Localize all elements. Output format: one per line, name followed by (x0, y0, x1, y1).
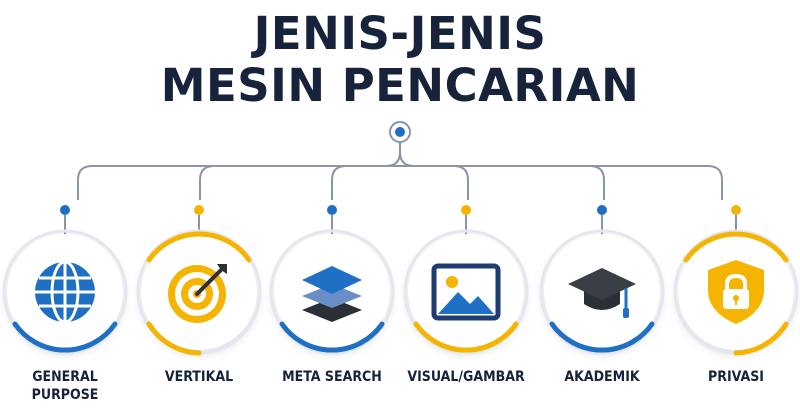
page-title-line-2: MESIN PENCARIAN (160, 59, 640, 112)
node-ring (403, 229, 529, 355)
node-ring (2, 229, 128, 355)
label-visual-gambar: VISUAL/GAMBAR (407, 369, 525, 385)
node-privasi (673, 229, 799, 356)
node-ring (539, 229, 665, 355)
bus-line (77, 165, 723, 200)
target-arrow-icon (168, 264, 227, 323)
node-general-purpose (2, 229, 128, 355)
root-node-dot (395, 127, 405, 137)
junction-dot (327, 205, 337, 215)
node-ring (673, 229, 799, 356)
junction-dot (731, 205, 741, 215)
label-akademik: AKADEMIK (564, 369, 640, 385)
node-vertikal (136, 229, 262, 356)
branch-meta-search (331, 165, 347, 200)
node-meta-search (269, 229, 395, 355)
junction-dot (597, 205, 607, 215)
graduation-cap-icon (568, 268, 636, 318)
label-general-purpose: GENERAL PURPOSE (31, 369, 99, 403)
node-visual-gambar (403, 229, 529, 355)
branch-visual (453, 165, 469, 200)
node-ring (269, 229, 395, 355)
junction-dot (194, 205, 204, 215)
image-icon (431, 263, 501, 321)
junction-dots (60, 205, 741, 215)
label-privasi: PRIVASI (708, 369, 764, 385)
page-title-line-1: JENIS-JENIS (253, 7, 547, 60)
label-meta-search: META SEARCH (282, 369, 382, 385)
node-ring (136, 229, 262, 356)
label-vertikal: VERTIKAL (164, 369, 234, 385)
layers-icon (302, 266, 362, 322)
shield-lock-icon (708, 260, 764, 324)
branch-akademik (589, 165, 605, 200)
branch-vertikal (199, 165, 215, 200)
node-akademik (539, 229, 665, 355)
junction-dot (461, 205, 471, 215)
globe-icon (35, 260, 95, 324)
junction-dot (60, 205, 70, 215)
trunk-line (385, 142, 415, 167)
